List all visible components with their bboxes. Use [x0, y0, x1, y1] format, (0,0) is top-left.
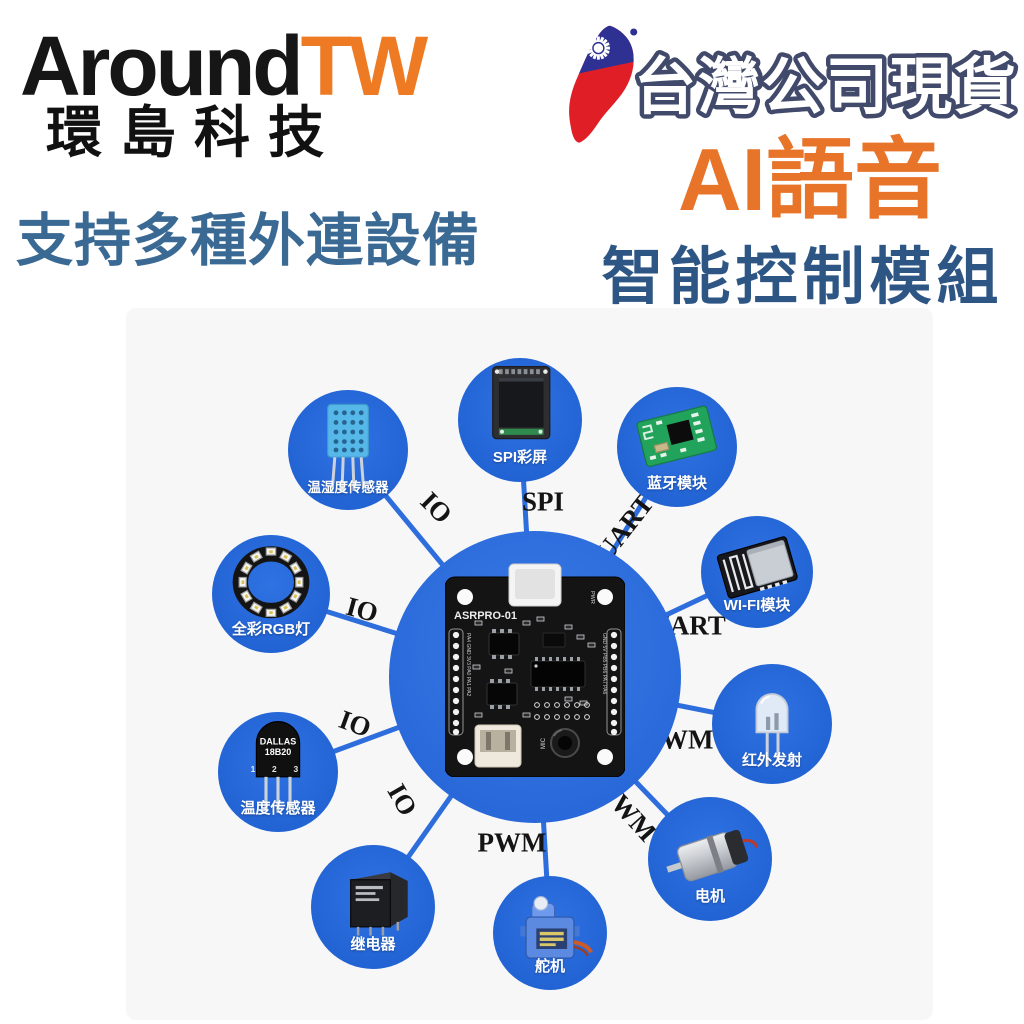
board-right-pins-text: GND 5V PB5 PB6 PA7 PA6: [601, 633, 607, 694]
node-motor: 电机: [648, 797, 772, 921]
brand-logo-orange: TW: [300, 19, 429, 113]
node-central-board: ASRPRO-01 PWR PA4 GND 3V3 PA0 PA1 PA2 GN…: [389, 531, 681, 823]
board-mic-label: MIC: [541, 737, 547, 749]
dht11-sensor-icon: [327, 403, 369, 491]
node-servo: 舵机: [493, 876, 607, 990]
wifi-module-icon: [716, 536, 798, 599]
board-pwr-label: PWR: [589, 591, 595, 604]
node-label: WI-FI模块: [723, 596, 791, 614]
node-label: SPI彩屏: [492, 449, 548, 467]
board-passives: [472, 616, 596, 720]
ds18b20-sensor-icon: DALLAS 18B20 1 2 3: [251, 721, 306, 813]
node-spi-screen: SPI彩屏: [458, 358, 582, 482]
board-chips: [486, 629, 586, 709]
node-label: 红外发射: [741, 751, 802, 769]
node-humidity-sensor: 温湿度传感器: [288, 390, 408, 510]
node-label: 全彩RGB灯: [231, 620, 311, 638]
node-relay: 继电器: [311, 845, 435, 969]
servo-icon: [520, 895, 593, 959]
sensor-pin-numbers: 1 2 3: [251, 764, 306, 774]
node-label: 温湿度传感器: [307, 479, 389, 495]
ir-led-icon: [755, 693, 789, 766]
stock-banner: 台灣公司現貨: [629, 49, 1020, 127]
headline-left: 支持多種外連設備: [16, 209, 480, 273]
stock-banner-text: 台灣公司現貨: [634, 53, 1018, 122]
board-model-text: ASRPRO-01: [454, 610, 517, 622]
spi-screen-icon: [492, 366, 551, 440]
node-label: 继电器: [350, 936, 396, 954]
bus-label-pwm-servo: PWM: [477, 827, 547, 858]
node-ir-emitter: 红外发射: [712, 664, 832, 784]
flag-sun: [586, 36, 610, 60]
bluetooth-module-icon: [636, 405, 717, 467]
board-left-pins-text: PA4 GND 3V3 PA0 PA1 PA2: [465, 633, 471, 696]
node-rgb-ring: 全彩RGB灯: [212, 535, 330, 653]
node-label: 温度传感器: [240, 799, 316, 817]
node-label: 电机: [694, 888, 725, 906]
rgb-leds: [238, 547, 304, 618]
node-temp-sensor: DALLAS 18B20 1 2 3 温度传感器: [218, 712, 338, 832]
node-bluetooth-module: 蓝牙模块: [617, 387, 737, 507]
node-label: 蓝牙模块: [646, 474, 707, 492]
taiwan-flag-icon: [569, 25, 638, 143]
product-title: AI語音: [677, 130, 942, 229]
bus-label-spi: SPI: [521, 486, 565, 517]
relay-icon: [350, 872, 408, 936]
asrpro-board-icon: ASRPRO-01 PWR PA4 GND 3V3 PA0 PA1 PA2 GN…: [445, 563, 625, 777]
product-subtitle: 智能控制模組: [601, 243, 1004, 312]
sensor-model-text: 18B20: [265, 747, 292, 757]
connection-diagram: IO SPI UART UART PWM PWM PWM IO IO IO 温湿…: [126, 308, 933, 1020]
brand-subtitle: 環島科技: [46, 101, 342, 164]
flag-islet-dot: [630, 28, 638, 36]
node-wifi-module: WI-FI模块: [701, 516, 813, 628]
sensor-brand-text: DALLAS: [260, 736, 297, 746]
gear-motor-icon: [666, 829, 759, 882]
rgb-led-ring-icon: [232, 546, 310, 619]
brand-logo-black: Around: [20, 19, 304, 113]
brand-logo: AroundTW: [20, 24, 428, 108]
node-label: 舵机: [534, 958, 565, 976]
